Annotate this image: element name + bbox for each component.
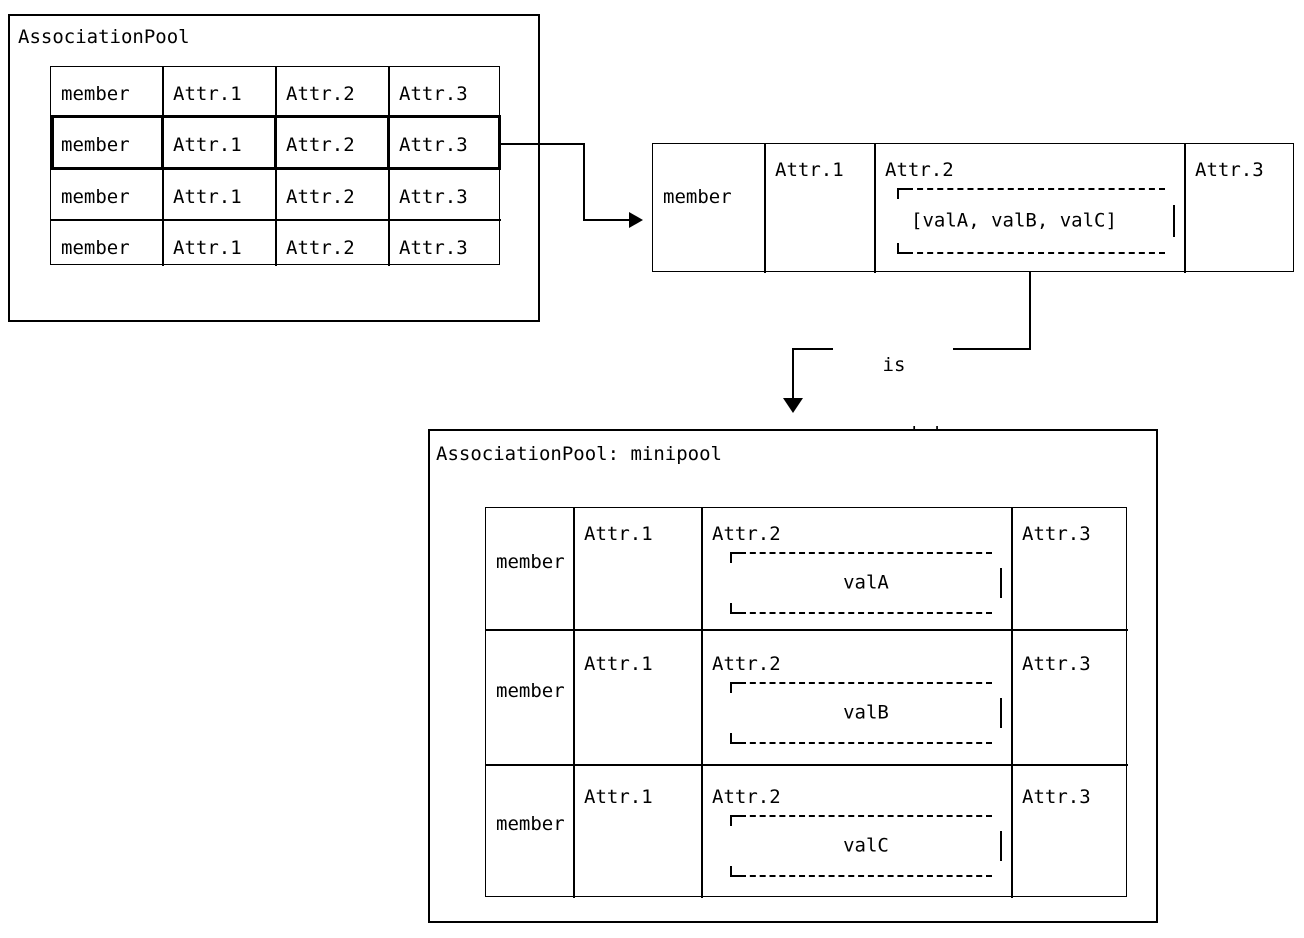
- minipool-value: valC: [843, 834, 889, 857]
- table-cell-member: member: [61, 134, 130, 156]
- detail-row-table: member Attr.1 Attr.2 Attr.3 [valA, valB,…: [652, 143, 1294, 273]
- highlighted-row-left-border: [51, 115, 54, 170]
- detail-cell-attr3: Attr.3: [1195, 159, 1264, 181]
- dashed-border-top: [740, 815, 992, 817]
- dashed-border-bottom: [740, 742, 992, 744]
- table-cell-attr1: Attr.1: [173, 134, 242, 156]
- table-cell-attr3: Attr.3: [399, 83, 468, 105]
- expand-connector-vertical: [1029, 272, 1031, 350]
- dashed-border-bottom: [907, 252, 1165, 254]
- dashed-border-bottom: [740, 612, 992, 614]
- expand-label-line1: is: [882, 354, 906, 376]
- table-cell-member: member: [61, 237, 130, 259]
- association-pool-table: member Attr.1 Attr.2 Attr.3 member Attr.…: [50, 66, 501, 266]
- minipool-cell-attr3: Attr.3: [1022, 786, 1091, 808]
- dashed-border-top: [740, 552, 992, 554]
- dashed-corner-top-left: [730, 815, 741, 826]
- dashed-border-right: [1000, 831, 1002, 861]
- minipool-value: valB: [843, 701, 889, 724]
- table-cell-member: member: [61, 186, 130, 208]
- table-cell-attr3: Attr.3: [399, 186, 468, 208]
- row-separator: [51, 219, 501, 221]
- dashed-corner-bottom-left: [730, 603, 741, 614]
- row-separator: [486, 764, 1128, 766]
- minipool-value-box: valB: [730, 682, 1002, 744]
- minipool-value: valA: [843, 571, 889, 594]
- connector-segment-horizontal: [583, 219, 631, 221]
- dashed-border-right: [1000, 698, 1002, 728]
- attr2-list-value: [valA, valB, valC]: [911, 209, 1117, 232]
- expand-connector-arrowhead-down: [783, 398, 803, 413]
- column-separator: [573, 508, 575, 898]
- highlighted-row-separator: [387, 115, 390, 170]
- minipool-value-box: valA: [730, 552, 1002, 614]
- minipool-cell-attr1: Attr.1: [584, 786, 653, 808]
- column-separator: [701, 508, 703, 898]
- dashed-border-top: [907, 188, 1165, 190]
- minipool-cell-attr1: Attr.1: [584, 653, 653, 675]
- table-cell-attr3: Attr.3: [399, 134, 468, 156]
- dashed-corner-bottom-left: [730, 866, 741, 877]
- connector-arrowhead-right: [629, 212, 643, 228]
- detail-cell-member: member: [663, 186, 732, 208]
- dashed-border-right: [1173, 205, 1175, 237]
- dashed-corner-top-left: [897, 188, 908, 199]
- minipool-cell-attr2: Attr.2: [712, 786, 781, 808]
- dashed-border-right: [1000, 568, 1002, 598]
- expand-connector-horizontal: [953, 348, 1031, 350]
- highlighted-row-right-border: [498, 115, 501, 170]
- dashed-border-bottom: [740, 875, 992, 877]
- minipool-cell-attr3: Attr.3: [1022, 653, 1091, 675]
- detail-cell-attr1: Attr.1: [775, 159, 844, 181]
- table-cell-attr3: Attr.3: [399, 237, 468, 259]
- connector-segment-horizontal: [500, 143, 585, 145]
- minipool-cell-member: member: [496, 680, 565, 702]
- expand-connector-vertical: [792, 348, 794, 400]
- minipool-cell-attr2: Attr.2: [712, 523, 781, 545]
- minipool-value-box: valC: [730, 815, 1002, 877]
- table-cell-attr2: Attr.2: [286, 237, 355, 259]
- table-cell-attr1: Attr.1: [173, 83, 242, 105]
- detail-cell-attr2: Attr.2: [885, 159, 954, 181]
- column-separator: [764, 144, 766, 273]
- dashed-border-top: [740, 682, 992, 684]
- highlighted-row-separator: [161, 115, 164, 170]
- highlighted-row-separator: [274, 115, 277, 170]
- association-pool-title: AssociationPool: [18, 26, 190, 48]
- minipool-cell-member: member: [496, 551, 565, 573]
- row-separator: [486, 629, 1128, 631]
- minipool-cell-attr3: Attr.3: [1022, 523, 1091, 545]
- table-cell-attr1: Attr.1: [173, 186, 242, 208]
- minipool-cell-member: member: [496, 813, 565, 835]
- table-cell-attr2: Attr.2: [286, 83, 355, 105]
- column-separator: [874, 144, 876, 273]
- table-cell-member: member: [61, 83, 130, 105]
- attr2-list-value-box: [valA, valB, valC]: [897, 188, 1175, 254]
- minipool-table: member Attr.1 Attr.2 Attr.3 valA member …: [485, 507, 1128, 898]
- minipool-cell-attr2: Attr.2: [712, 653, 781, 675]
- column-separator: [1011, 508, 1013, 898]
- dashed-corner-bottom-left: [897, 243, 908, 254]
- connector-segment-vertical: [583, 143, 585, 221]
- dashed-corner-bottom-left: [730, 733, 741, 744]
- dashed-corner-top-left: [730, 682, 741, 693]
- dashed-corner-top-left: [730, 552, 741, 563]
- expand-connector-horizontal: [793, 348, 833, 350]
- column-separator: [1184, 144, 1186, 273]
- table-cell-attr2: Attr.2: [286, 186, 355, 208]
- minipool-title: AssociationPool: minipool: [436, 443, 722, 465]
- table-cell-attr1: Attr.1: [173, 237, 242, 259]
- minipool-cell-attr1: Attr.1: [584, 523, 653, 545]
- table-cell-attr2: Attr.2: [286, 134, 355, 156]
